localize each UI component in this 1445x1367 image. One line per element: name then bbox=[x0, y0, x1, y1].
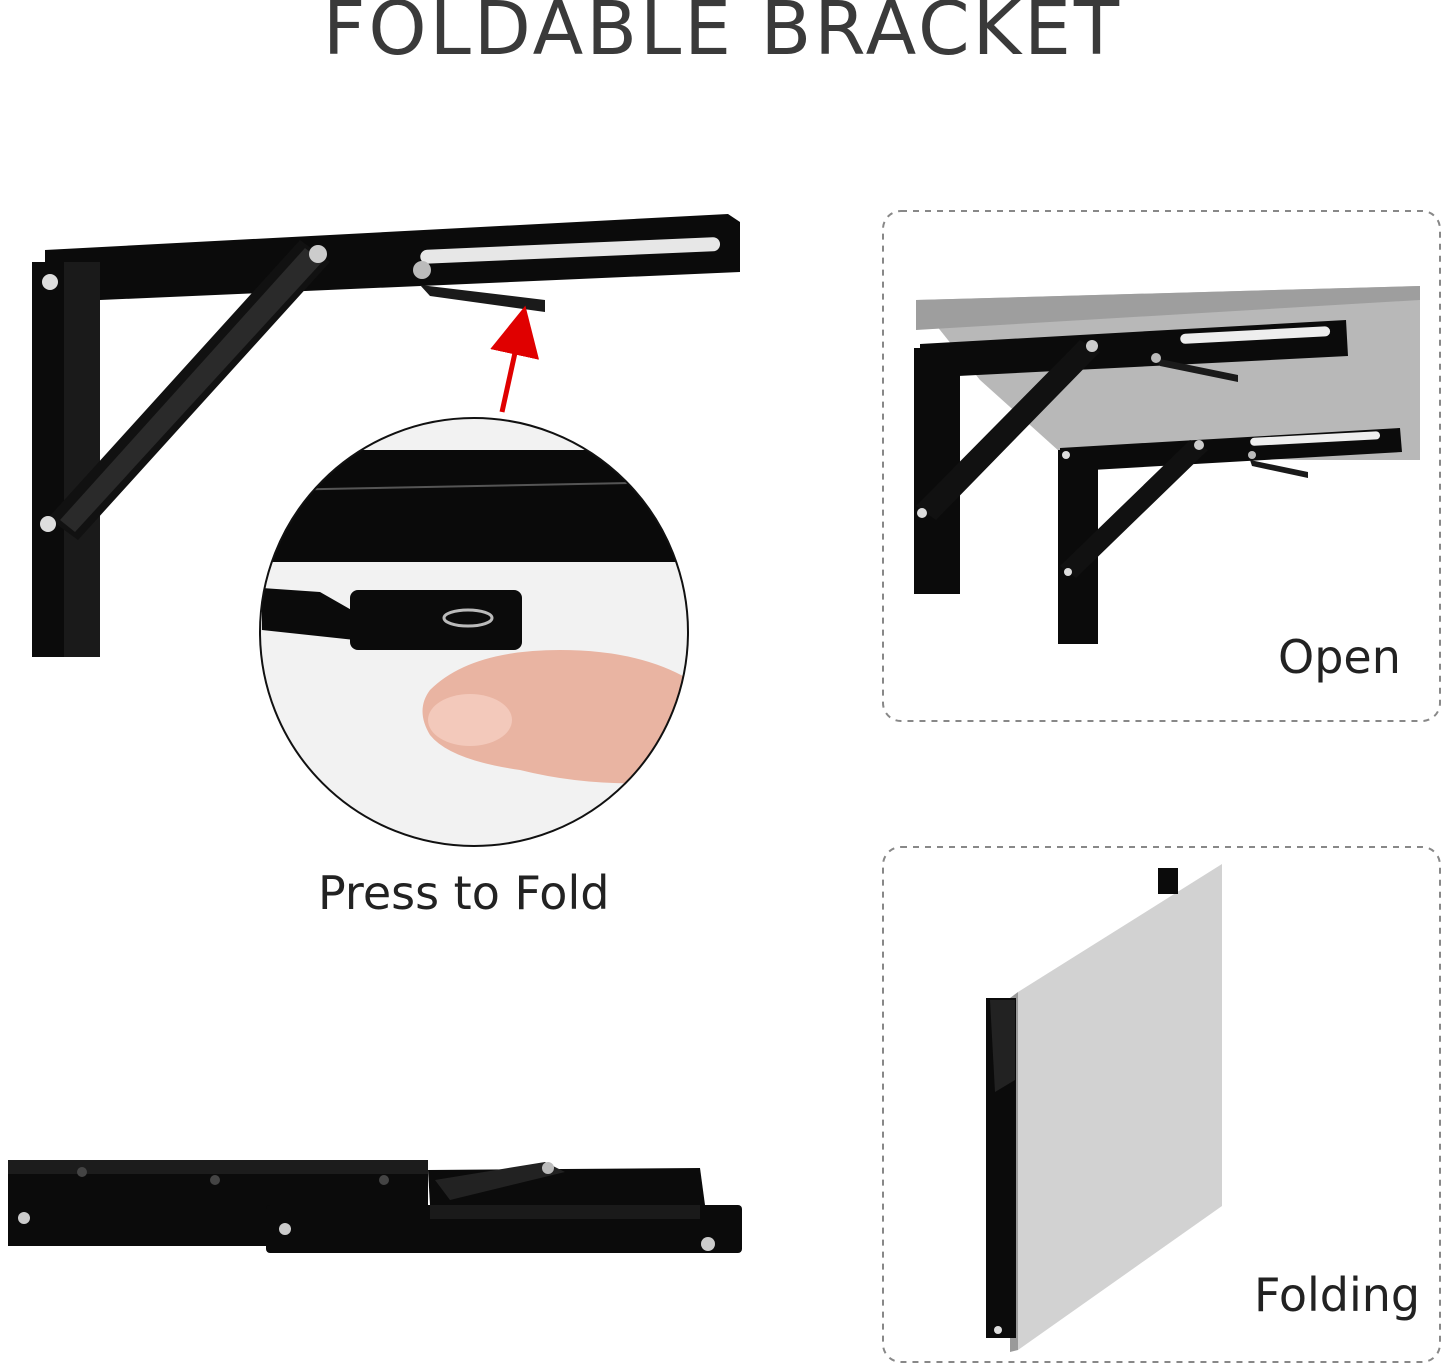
arrow-icon bbox=[490, 305, 540, 413]
open-panel bbox=[882, 210, 1441, 722]
zoom-detail-circle bbox=[259, 417, 689, 847]
bracket-large bbox=[914, 320, 1348, 594]
bracket-folded bbox=[986, 868, 1178, 1338]
folding-panel bbox=[882, 846, 1441, 1363]
caption-open: Open bbox=[1278, 630, 1401, 684]
bracket-small bbox=[1058, 428, 1402, 644]
caption-folding: Folding bbox=[1254, 1268, 1421, 1322]
folded-bracket-bottom bbox=[8, 1160, 742, 1253]
caption-press-to-fold: Press to Fold bbox=[318, 866, 610, 920]
rivet-icon bbox=[42, 274, 58, 290]
open-bracket-main bbox=[32, 214, 740, 657]
page-title: FOLDABLE BRACKET bbox=[322, 0, 1123, 72]
